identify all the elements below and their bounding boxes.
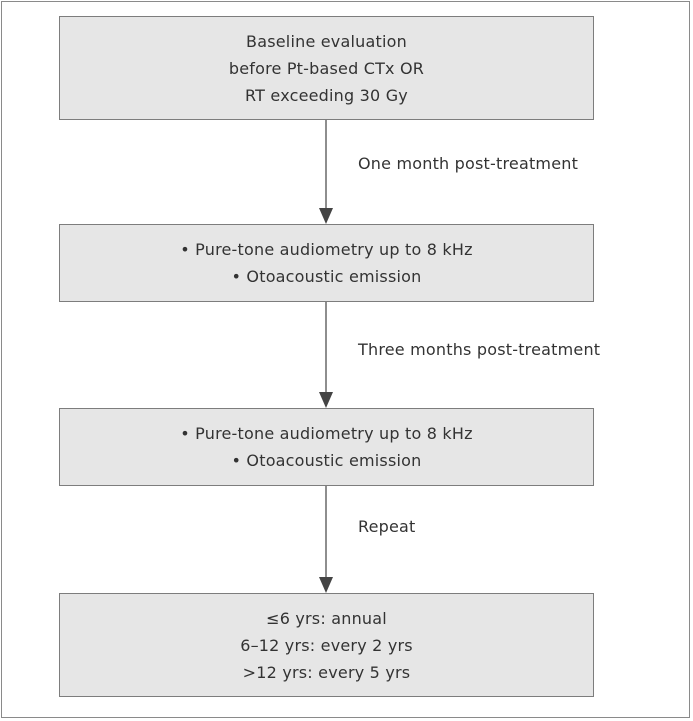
box-text-line: before Pt-based CTx OR [228,58,425,78]
box-text-line: ≤6 yrs: annual [266,608,387,628]
box-text-line: 6–12 yrs: every 2 yrs [240,635,413,655]
arrow-1 [319,120,333,224]
box-text-line: • Otoacoustic emission [231,451,422,470]
arrow-label-repeat: Repeat [358,517,416,536]
one-month-tests-box: • Pure-tone audiometry up to 8 kHz • Oto… [59,224,594,302]
arrow-label-one-month: One month post-treatment [358,154,579,173]
baseline-evaluation-box: Baseline evaluation before Pt-based CTx … [59,16,594,120]
box-text-line: • Otoacoustic emission [231,267,422,286]
arrow-3 [319,486,333,593]
age-schedule-box: ≤6 yrs: annual 6–12 yrs: every 2 yrs >12… [59,593,594,697]
arrow-label-three-months: Three months post-treatment [358,340,601,359]
box-text-line: • Pure-tone audiometry up to 8 kHz [180,424,473,443]
box-text-line: RT exceeding 30 Gy [245,85,408,105]
arrow-2 [319,302,333,408]
three-month-tests-box: • Pure-tone audiometry up to 8 kHz • Oto… [59,408,594,486]
box-text-line: >12 yrs: every 5 yrs [242,662,411,682]
box-text-line: • Pure-tone audiometry up to 8 kHz [180,240,473,259]
box-text-line: Baseline evaluation [246,31,407,51]
